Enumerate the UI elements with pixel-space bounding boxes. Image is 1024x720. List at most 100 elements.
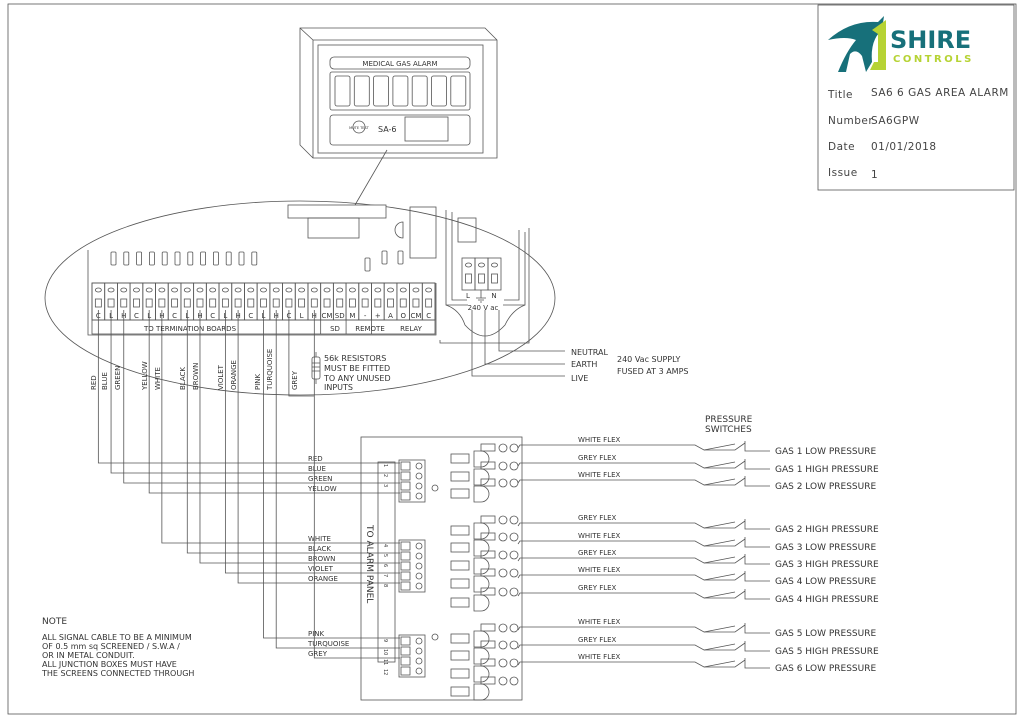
contact xyxy=(498,550,508,560)
alarm-window xyxy=(373,75,390,107)
panel-display xyxy=(404,116,449,142)
terminal-clamp xyxy=(145,298,153,308)
resistor-note-4: INPUTS xyxy=(324,383,353,392)
terminal-clamp xyxy=(361,298,369,308)
supply-wires xyxy=(471,310,565,377)
resistor-note-2: MUST BE FITTED xyxy=(324,364,390,373)
terminal[interactable]: C xyxy=(205,282,220,321)
terminal-clamp xyxy=(221,298,229,308)
terminal-screw-icon xyxy=(415,647,423,655)
contact xyxy=(498,676,508,686)
terminal-screw-icon xyxy=(171,287,178,293)
terminal[interactable]: SD xyxy=(332,282,347,321)
power-section: L N 240 V ac NEUTRAL EARTH LIVE 240 Vac … xyxy=(439,210,688,383)
grey-loop xyxy=(288,310,315,397)
relay-part xyxy=(480,532,496,541)
pressure-switch-icon xyxy=(703,478,736,486)
relay-part xyxy=(480,461,496,470)
pressure-switch-icon xyxy=(703,573,736,581)
junction-terminal-number: 2 xyxy=(382,474,388,477)
gas-label: GAS 5 HIGH PRESSURE xyxy=(775,647,879,657)
terminal-letter: CM xyxy=(322,312,333,320)
number-value: SA6GPW xyxy=(871,115,920,127)
supply-live: LIVE xyxy=(571,374,588,383)
resistor-note-3: TO ANY UNUSED xyxy=(323,374,391,383)
leader-line xyxy=(354,149,388,206)
logo-word-2: CONTROLS xyxy=(893,54,974,65)
terminal-screw-icon xyxy=(209,287,217,293)
relay-part xyxy=(480,443,496,452)
relay-part xyxy=(450,633,470,644)
resistor xyxy=(148,251,155,266)
terminal[interactable]: A xyxy=(383,282,398,321)
terminal[interactable]: O xyxy=(396,282,410,321)
relay-part xyxy=(473,557,490,575)
flex-cable xyxy=(517,554,770,565)
pressure-switches-heading-2: SWITCHES xyxy=(705,425,752,435)
terminal-clamp xyxy=(349,298,356,308)
terminal[interactable]: C xyxy=(167,282,182,321)
wire-violet xyxy=(224,310,400,574)
supply-voltage-label: 240 V ac xyxy=(468,304,499,312)
resistor xyxy=(123,251,130,266)
terminal-clamp xyxy=(400,561,411,571)
terminal-clamp xyxy=(478,273,485,284)
alarm-panel: MEDICAL GAS ALARM MUTE TEST SA-6 xyxy=(299,27,498,206)
terminal-clamp xyxy=(412,298,420,308)
supply-note-2: FUSED AT 3 AMPS xyxy=(617,367,688,376)
terminal[interactable]: CM xyxy=(409,282,423,321)
terminal-clamp xyxy=(491,273,498,284)
terminal-letter: C xyxy=(134,312,139,320)
terminal-clamp xyxy=(400,636,411,646)
terminal-screw-icon xyxy=(94,287,102,293)
terminal-clamp xyxy=(387,298,394,308)
terminal-screw-icon xyxy=(361,287,369,293)
terminal[interactable]: C xyxy=(244,282,258,321)
flex-label: GREY FLEX xyxy=(578,514,617,522)
date-label: Date xyxy=(828,141,855,153)
terminal-screw-icon xyxy=(415,552,423,560)
terminal-screw-icon xyxy=(272,287,280,293)
terminal[interactable]: C xyxy=(421,282,436,321)
terminal-clamp xyxy=(400,491,411,501)
terminal-screw-icon xyxy=(415,492,423,500)
issue-label: Issue xyxy=(828,167,858,179)
gas-label: GAS 4 HIGH PRESSURE xyxy=(775,595,879,605)
terminal-screw-icon xyxy=(415,582,423,590)
wire-label: GREEN xyxy=(308,475,332,483)
flex-label: WHITE FLEX xyxy=(578,566,621,574)
pressure-switch-icon xyxy=(703,556,736,564)
resistor xyxy=(187,251,194,266)
terminal-clamp xyxy=(400,666,411,676)
flex-label: GREY FLEX xyxy=(578,549,617,557)
wire-brown xyxy=(199,310,400,564)
terminal[interactable]: C xyxy=(129,282,144,321)
relay-part xyxy=(450,668,470,679)
panel-heading: MEDICAL GAS ALARM xyxy=(362,60,437,68)
junction-terminal-number: 3 xyxy=(382,484,388,487)
wire-pink xyxy=(263,310,400,639)
terminal[interactable]: - xyxy=(358,282,372,321)
relay-part xyxy=(450,471,470,482)
mute-test-button[interactable] xyxy=(352,120,366,134)
terminal[interactable]: + xyxy=(371,282,385,321)
terminal-screw-icon xyxy=(196,287,204,293)
terminal-screw-icon xyxy=(298,287,306,293)
terminal[interactable]: M xyxy=(345,282,360,321)
junction-label: TO ALARM PANEL xyxy=(364,524,374,603)
relay-part xyxy=(450,597,470,608)
terminal-clamp xyxy=(425,298,433,308)
terminal[interactable]: L xyxy=(294,282,309,321)
terminal-clamp xyxy=(400,551,411,561)
note-line: THE SCREENS CONNECTED THROUGH xyxy=(41,669,194,678)
flex-cable xyxy=(517,537,770,548)
terminal[interactable]: CM xyxy=(320,282,334,321)
pressure-switch-icon xyxy=(703,660,736,668)
title-label: Title xyxy=(827,89,853,101)
